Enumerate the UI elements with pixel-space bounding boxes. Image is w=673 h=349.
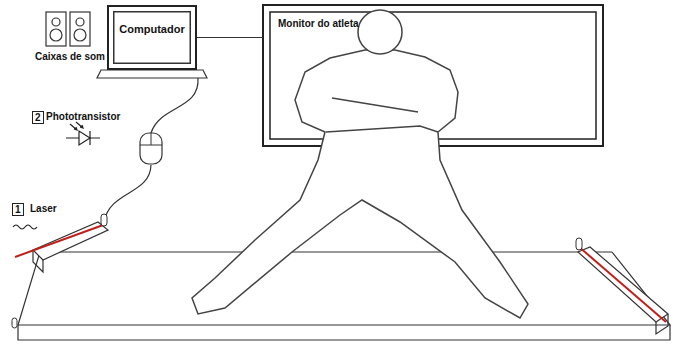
node-text: Monitor do atleta — [278, 18, 603, 29]
mouse-buttons — [140, 133, 162, 145]
mouse-cable — [151, 78, 198, 133]
node-text: Caixas de som — [28, 51, 112, 62]
mouse — [140, 133, 162, 164]
platform — [18, 252, 670, 340]
phototransistor-symbol — [66, 122, 100, 145]
computer-screen: Computador — [107, 5, 197, 70]
right-laser-rail — [576, 238, 668, 334]
athlete-silhouette — [192, 10, 528, 318]
sensor-cable — [104, 165, 151, 222]
cable-connector — [197, 37, 263, 38]
callout-number: 1 — [12, 203, 24, 216]
athlete-monitor: Monitor do atleta — [263, 5, 603, 146]
callout-number: 2 — [32, 111, 44, 124]
laser-wave — [13, 225, 37, 229]
part-label: Phototransistor — [46, 111, 120, 122]
node-text: Computador — [111, 23, 193, 35]
laptop-base — [97, 70, 207, 78]
left-laser-rail — [12, 214, 108, 328]
part-label: Laser — [30, 203, 57, 214]
speaker-group: Caixas de som — [28, 10, 112, 62]
speakers — [46, 12, 90, 46]
